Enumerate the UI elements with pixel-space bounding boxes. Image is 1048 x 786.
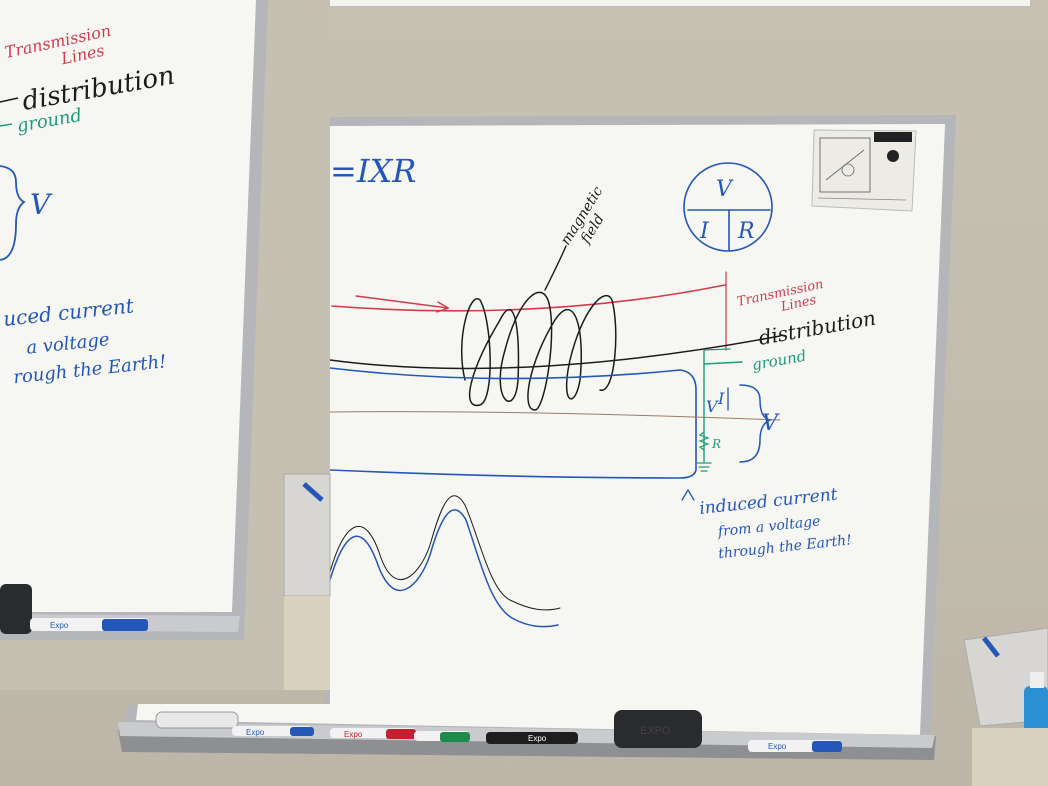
left-distribution-dash (0, 97, 19, 103)
spray-bottle[interactable] (155, 711, 239, 729)
top-photo-strip (330, 0, 1030, 6)
left-voltage-brace (0, 165, 26, 261)
circle-i: I (699, 219, 710, 244)
faint-line (329, 411, 781, 421)
left-ground-dash (0, 123, 13, 127)
brace-v: V (762, 411, 780, 436)
blue-marker-1-cap (290, 727, 314, 736)
marker-brand-1: Expo (246, 728, 265, 737)
marker-brand-4: Expo (768, 742, 787, 751)
circle-r: R (737, 219, 755, 244)
left-blue-marker-cap (102, 619, 148, 631)
ground-top (703, 348, 731, 351)
field-pointer (544, 245, 567, 291)
small-v: V (706, 397, 719, 416)
voltage-brace (739, 384, 773, 463)
wave-black (329, 495, 561, 611)
left-board-surface (0, 0, 256, 612)
left-eraser[interactable] (0, 584, 32, 634)
bin-marker (982, 636, 1000, 658)
resistor-symbol (698, 431, 710, 451)
comic-sheet (811, 129, 917, 212)
magnetic-coil (461, 291, 617, 411)
ground-lead (703, 361, 743, 365)
right-objects (963, 627, 1048, 786)
arrow-head (436, 301, 450, 313)
small-i: I (717, 389, 725, 408)
green-marker-cap (440, 732, 470, 742)
eraser-brand: EXPO (640, 725, 671, 737)
blue-marker-2-cap (812, 741, 842, 752)
ohms-circle (683, 162, 773, 252)
ohms-law-text: =IXR (330, 152, 416, 190)
left-bin (283, 473, 331, 597)
black-marker[interactable] (486, 732, 578, 744)
circle-v: V (716, 177, 734, 202)
resistor-r: R (711, 437, 721, 451)
current-arrow (355, 295, 449, 309)
lines-word: Lines (779, 293, 818, 315)
left-shelf (284, 596, 330, 690)
left-bin-marker (302, 482, 324, 502)
marker-brand-3: Expo (528, 734, 547, 743)
distribution-line (329, 335, 781, 370)
comic-caption (817, 197, 907, 201)
transmission-line (331, 284, 726, 312)
comic-logo (874, 132, 912, 142)
eraser[interactable] (614, 710, 702, 748)
sanitizer-pump (1030, 672, 1044, 688)
comic-paper (811, 129, 917, 212)
marker-brand-2: Expo (344, 730, 363, 739)
wave-blue (329, 509, 559, 628)
comic-figure (841, 163, 855, 177)
earth-loop (329, 367, 697, 479)
comic-number-badge (887, 150, 899, 162)
left-brace-v: V (30, 188, 53, 221)
note-arrow (681, 488, 695, 501)
ground-symbol (696, 462, 712, 472)
red-marker-cap (386, 729, 416, 739)
main-whiteboard (118, 115, 956, 760)
main-tray-items: Expo Expo Expo EXPO Expo (155, 710, 842, 752)
left-whiteboard: Expo Transmission Lines distribution gro… (0, 0, 331, 690)
right-shelf (972, 728, 1048, 786)
main-drawings (329, 162, 781, 628)
left-marker-brand: Expo (50, 621, 69, 630)
board-surface (136, 124, 945, 735)
comic-panel (819, 137, 871, 193)
